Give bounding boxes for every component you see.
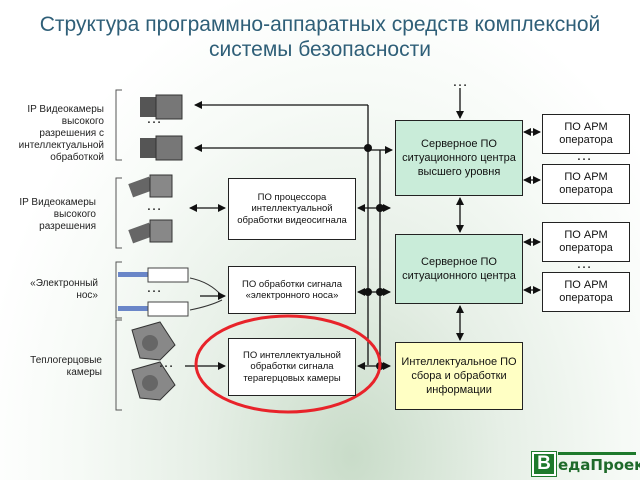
logo-text: едаПроект [558, 456, 640, 474]
ellipsis-2: … [146, 197, 162, 214]
arm-operator-2: ПО АРМ оператора [542, 164, 630, 204]
label-e-nose: «Электронный нос» [30, 278, 98, 301]
e-nose-sensor-icon [118, 267, 223, 317]
server-ai-collect: Интеллектуальное ПО сбора и обработки ин… [395, 342, 523, 410]
page-title: Структура программно-аппаратных средств … [39, 13, 601, 61]
ellipsis-1: … [146, 110, 162, 127]
sw-thermal: ПО интеллектуальной обработки сигнала те… [228, 338, 356, 396]
arm-operator-4: ПО АРМ оператора [542, 272, 630, 312]
logo-bar [558, 452, 636, 455]
device-brackets [115, 89, 122, 411]
label-ip-camera-ai: IP Видеокамеры высокого разрешения с инт… [18, 104, 104, 163]
ellipsis-4: … [158, 354, 174, 371]
bus-junction-dots [364, 144, 384, 370]
server-situation-center: Серверное ПО ситуационного центра [395, 234, 523, 304]
label-thermal-camera: Теплогерцовые камеры [30, 355, 102, 378]
highlight-ellipse [194, 314, 382, 414]
sw-video-ai: ПО процессора интеллектуальной обработки… [228, 178, 356, 240]
terahertz-camera-icon [131, 321, 176, 401]
label-ip-camera-hr: IP Видеокамеры высокого разрешения [19, 197, 96, 232]
ip-camera-ai-icon [140, 94, 183, 161]
ip-camera-icon [128, 174, 173, 244]
arm-operator-3: ПО АРМ оператора [542, 222, 630, 262]
ellipsis-5: … [452, 73, 468, 90]
vedaproekt-logo: В едаПроект [530, 450, 640, 478]
sw-e-nose: ПО обработки сигнала «электронного носа» [228, 266, 356, 314]
server-top-level: Серверное ПО ситуационного центра высшег… [395, 120, 523, 196]
ellipsis-3: … [146, 279, 162, 296]
arm-operator-1: ПО АРМ оператора [542, 114, 630, 154]
logo-letter: В [532, 452, 556, 476]
